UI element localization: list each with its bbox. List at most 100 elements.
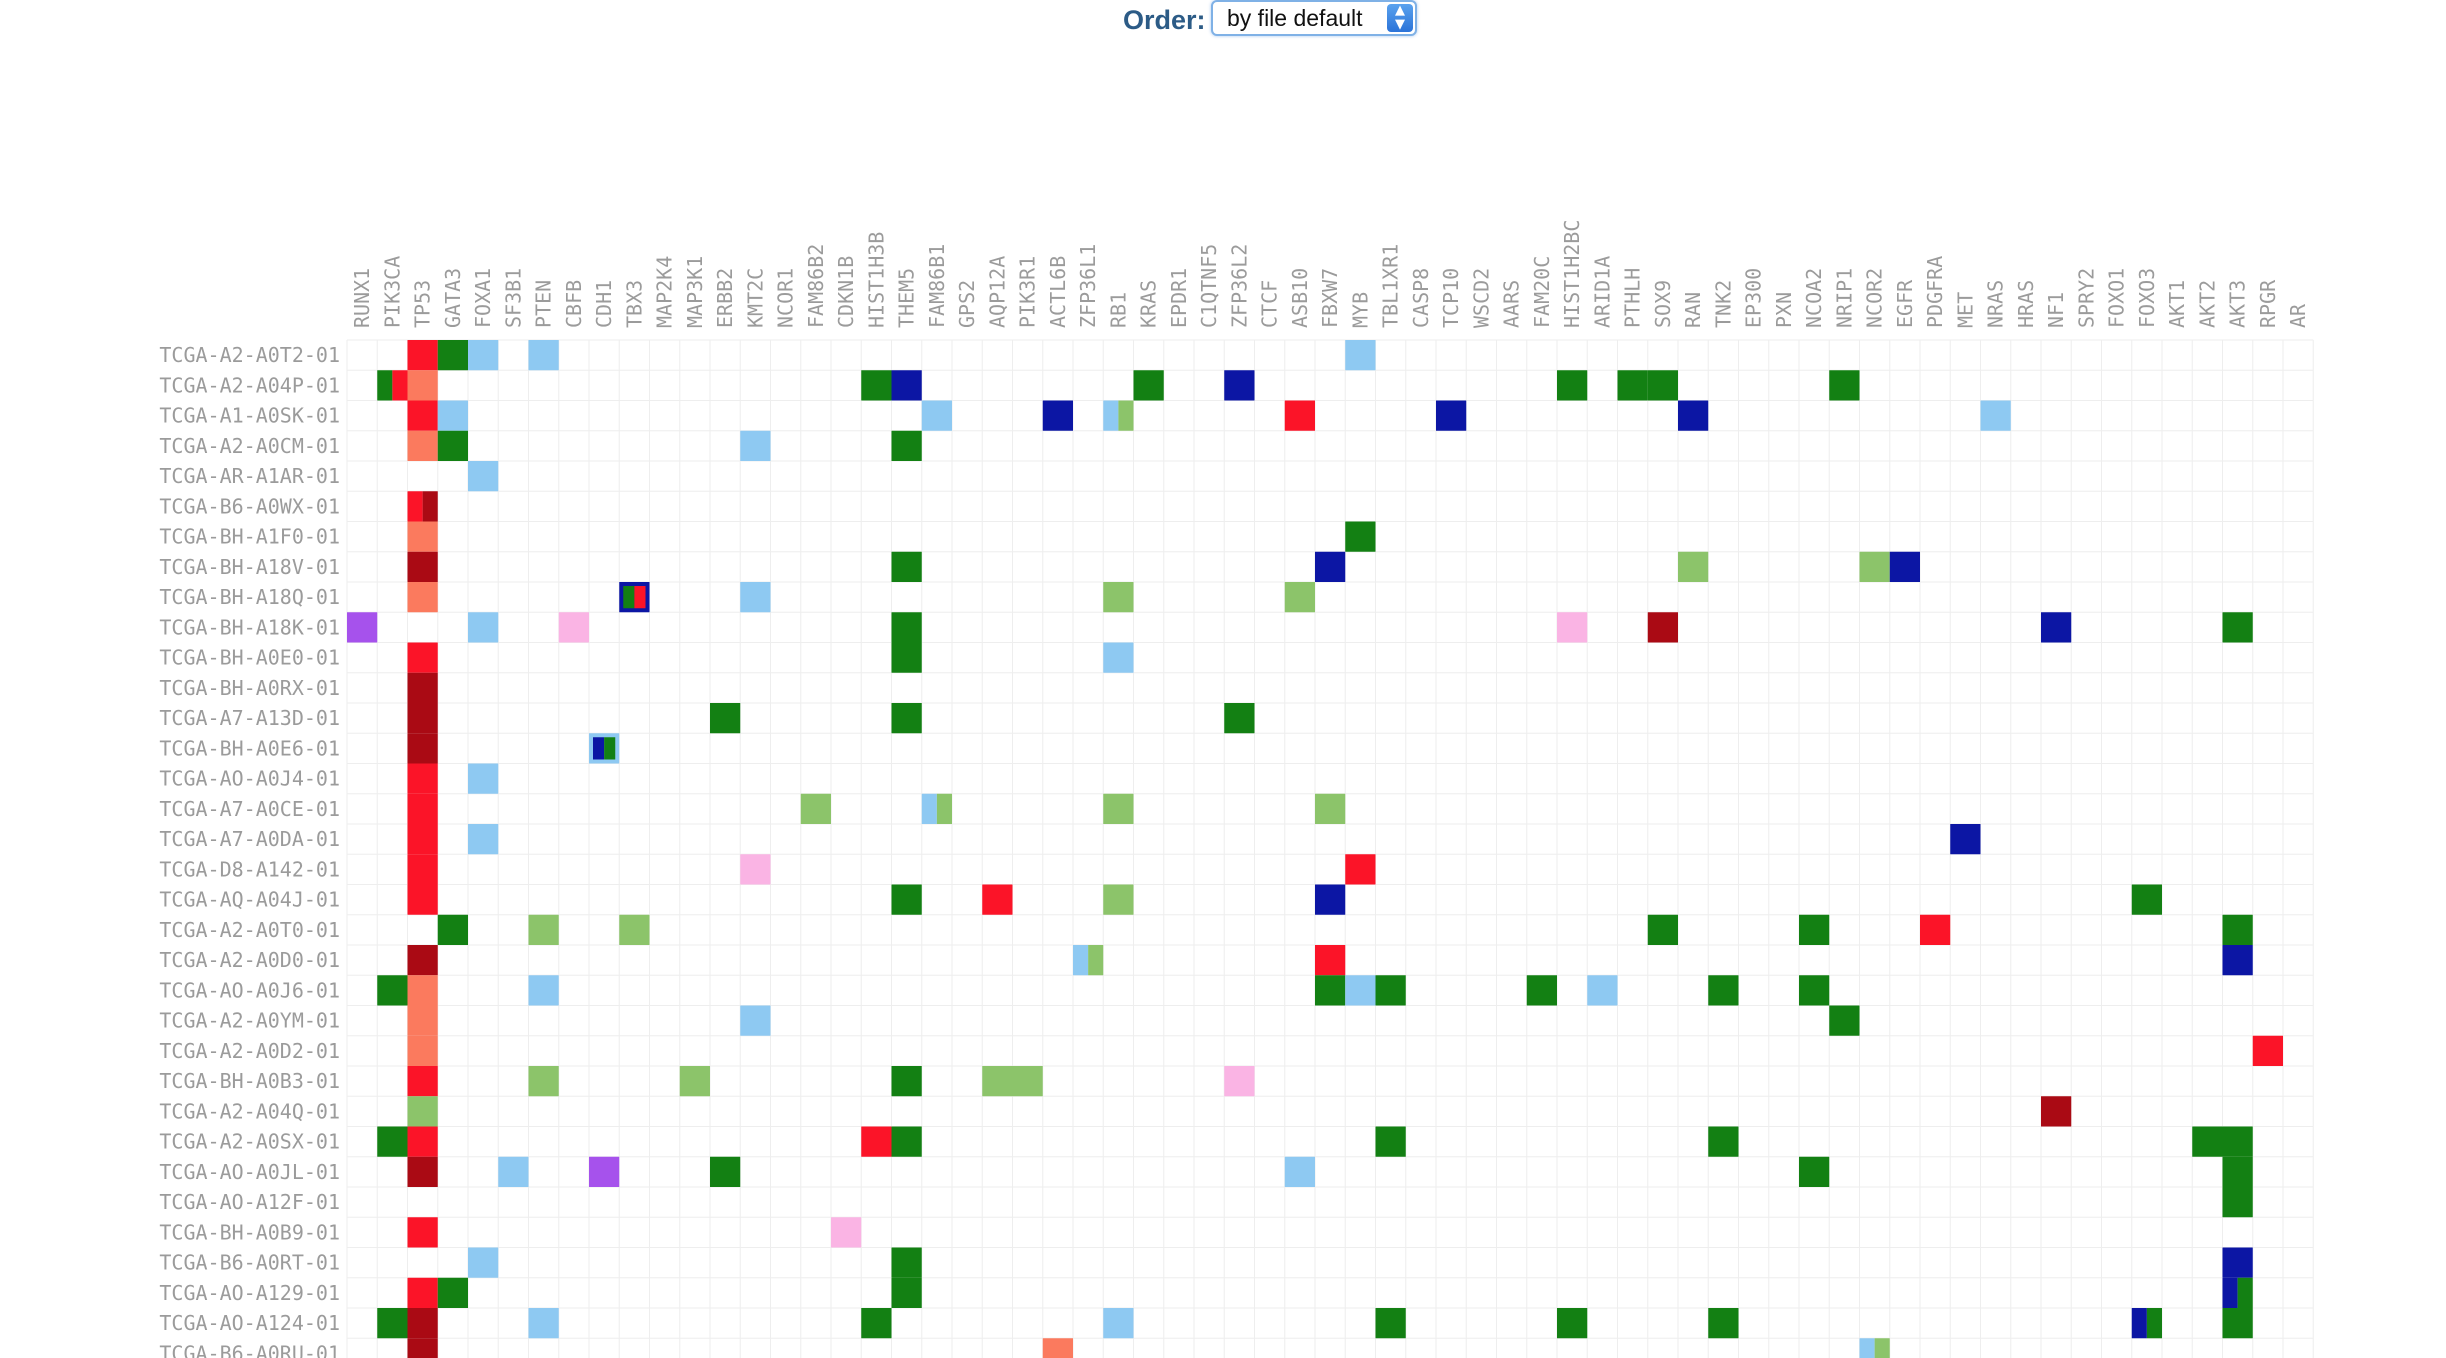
gene-label: FAM86B2 <box>804 244 828 328</box>
mutation-cell <box>407 642 438 673</box>
mutation-cell <box>891 1066 922 1097</box>
mutation-cell <box>407 370 438 401</box>
mutation-cell <box>468 824 499 855</box>
gene-label: PXN <box>1772 292 1796 328</box>
sample-label: TCGA-A7-A0CE-01 <box>159 797 340 821</box>
sample-label: TCGA-B6-A0WX-01 <box>159 494 340 518</box>
gene-label: FAM20C <box>1530 256 1554 328</box>
mutation-cell <box>740 430 771 461</box>
mutation-cell <box>1859 551 1890 582</box>
mutation-cell <box>377 975 408 1006</box>
mutation-cell <box>1103 884 1134 915</box>
gene-label: NCOA2 <box>1802 268 1826 328</box>
mutation-cell <box>407 1217 438 1248</box>
mutation-cell <box>468 763 499 794</box>
mutation-cell <box>422 491 438 522</box>
gene-label: AR <box>2286 303 2310 328</box>
mutation-cell <box>2222 1308 2253 1339</box>
mutation-cell <box>891 703 922 734</box>
mutation-cell <box>1874 1338 1890 1358</box>
mutation-cell <box>1375 1308 1406 1339</box>
mutation-cell <box>861 370 892 401</box>
mutation-cell <box>407 1338 438 1358</box>
mutation-cell <box>2222 1277 2238 1308</box>
mutation-cell <box>2222 1247 2253 1278</box>
mutation-cell <box>528 1308 559 1339</box>
mutation-cell <box>407 945 438 976</box>
sample-label: TCGA-BH-A0B9-01 <box>159 1220 340 1244</box>
mutation-cell <box>468 612 499 643</box>
gene-label: HIST1H2BC <box>1560 220 1584 328</box>
mutation-cell <box>407 793 438 824</box>
mutation-cell <box>407 400 438 431</box>
gene-label: AQP12A <box>985 256 1009 328</box>
gene-label: CTCF <box>1258 280 1282 328</box>
mutation-cell <box>1708 975 1739 1006</box>
gene-label: FAM86B1 <box>925 244 949 328</box>
mutation-cell <box>1859 1338 1875 1358</box>
gene-label: CDH1 <box>592 280 616 328</box>
mutation-cell <box>1345 854 1376 885</box>
mutation-cell <box>1315 945 1346 976</box>
mutation-cell <box>982 1066 1013 1097</box>
gene-label: MET <box>1953 292 1977 328</box>
mutation-cell <box>437 340 468 371</box>
gene-label: AKT3 <box>2226 280 2250 328</box>
order-select[interactable]: by file default ▲▼ <box>1211 0 1417 36</box>
gene-label: SOX9 <box>1651 280 1675 328</box>
mutation-cell <box>1375 975 1406 1006</box>
mutation-cell <box>407 1035 438 1066</box>
mutation-cell <box>2131 1308 2147 1339</box>
gene-label: ZFP36L2 <box>1227 244 1251 328</box>
gene-label: PIK3R1 <box>1016 256 1040 328</box>
gene-label: PIK3CA <box>380 256 404 328</box>
mutation-cell <box>593 737 605 760</box>
gene-label: TBX3 <box>622 280 646 328</box>
mutation-cell <box>1678 551 1709 582</box>
mutation-cell <box>982 884 1013 915</box>
mutation-cell <box>619 914 650 945</box>
mutation-cell <box>407 1096 438 1127</box>
mutation-cell <box>1224 1066 1255 1097</box>
sample-label: TCGA-AO-A129-01 <box>159 1281 340 1305</box>
mutation-cell <box>891 1247 922 1278</box>
mutation-cell <box>2222 914 2253 945</box>
mutation-cell <box>1557 612 1588 643</box>
sample-label: TCGA-A2-A0T0-01 <box>159 918 340 942</box>
gene-label: GATA3 <box>441 268 465 328</box>
gene-label: FOXA1 <box>471 268 495 328</box>
mutation-cell <box>407 884 438 915</box>
gene-label: ARID1A <box>1590 256 1614 328</box>
order-select-value: by file default <box>1227 5 1363 31</box>
mutation-cell <box>891 612 922 643</box>
mutation-cell <box>407 763 438 794</box>
order-toolbar: Order: by file default ▲▼ <box>0 0 2446 40</box>
gene-label: NCOR2 <box>1863 268 1887 328</box>
sample-label: TCGA-D8-A142-01 <box>159 857 340 881</box>
mutation-cell <box>891 430 922 461</box>
mutation-cell <box>1315 884 1346 915</box>
mutation-cell <box>468 1247 499 1278</box>
mutation-cell <box>2252 1035 2283 1066</box>
mutation-cell <box>1829 1005 1860 1036</box>
gene-label: NRIP1 <box>1832 268 1856 328</box>
mutation-cell <box>1345 975 1376 1006</box>
gene-label: ACTL6B <box>1046 256 1070 328</box>
gene-label: KRAS <box>1137 280 1161 328</box>
mutation-cell <box>1799 975 1830 1006</box>
mutation-cell <box>2222 1156 2253 1187</box>
sample-label: TCGA-A2-A04P-01 <box>159 373 340 397</box>
mutation-cell <box>1345 340 1376 371</box>
mutation-cell <box>437 400 468 431</box>
sample-label: TCGA-AR-A1AR-01 <box>159 464 340 488</box>
gene-label: TNK2 <box>1711 280 1735 328</box>
sample-label: TCGA-BH-A18Q-01 <box>159 585 340 609</box>
mutation-cell <box>528 1066 559 1097</box>
mutation-cell <box>1920 914 1951 945</box>
mutation-cell <box>1042 400 1073 431</box>
mutation-cell <box>407 975 438 1006</box>
gene-label: MAP3K1 <box>683 256 707 328</box>
gene-label: AKT1 <box>2165 280 2189 328</box>
mutation-cell <box>498 1156 529 1187</box>
gene-label: NCOR1 <box>774 268 798 328</box>
